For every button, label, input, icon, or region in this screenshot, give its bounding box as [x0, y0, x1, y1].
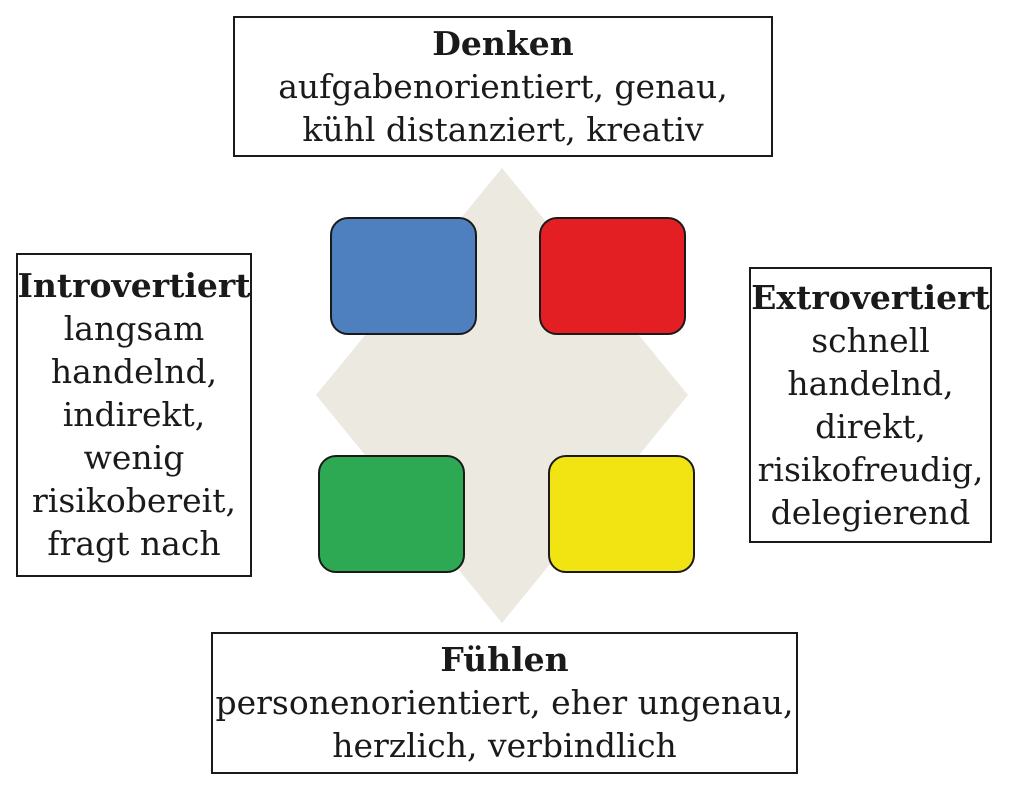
introverted-box: Introvertiert langsam handelnd, indirekt… — [16, 253, 252, 577]
feeling-box: Fühlen personenorientiert, eher ungenau,… — [211, 632, 798, 774]
introverted-line-4: wenig — [83, 438, 185, 477]
feeling-line-1: personenorientiert, eher ungenau, — [215, 683, 794, 722]
thinking-line-2: kühl distanziert, kreativ — [302, 109, 704, 149]
green-square — [318, 455, 465, 573]
extroverted-title: Extrovertiert — [751, 277, 990, 317]
thinking-title: Denken — [432, 23, 574, 63]
red-square — [539, 217, 686, 335]
extroverted-line-3: direkt, — [815, 406, 926, 446]
introverted-line-6: fragt nach — [47, 524, 221, 563]
extroverted-line-5: delegierend — [770, 492, 971, 532]
extroverted-box: Extrovertiert schnell handelnd, direkt, … — [749, 267, 992, 543]
introverted-line-1: langsam — [63, 309, 205, 348]
yellow-square — [548, 455, 695, 573]
thinking-box: Denken aufgabenorientiert, genau, kühl d… — [233, 16, 773, 157]
introverted-line-3: indirekt, — [62, 395, 206, 434]
feeling-title: Fühlen — [440, 640, 569, 679]
blue-square — [330, 217, 477, 335]
extroverted-line-4: risikofreudig, — [757, 449, 984, 489]
introverted-line-2: handelnd, — [50, 352, 218, 391]
extroverted-line-1: schnell — [811, 320, 930, 360]
feeling-line-2: herzlich, verbindlich — [332, 726, 677, 765]
thinking-line-1: aufgabenorientiert, genau, — [278, 66, 728, 106]
introverted-title: Introvertiert — [17, 266, 251, 305]
introverted-line-5: risikobereit, — [32, 481, 236, 520]
extroverted-line-2: handelnd, — [787, 363, 954, 403]
